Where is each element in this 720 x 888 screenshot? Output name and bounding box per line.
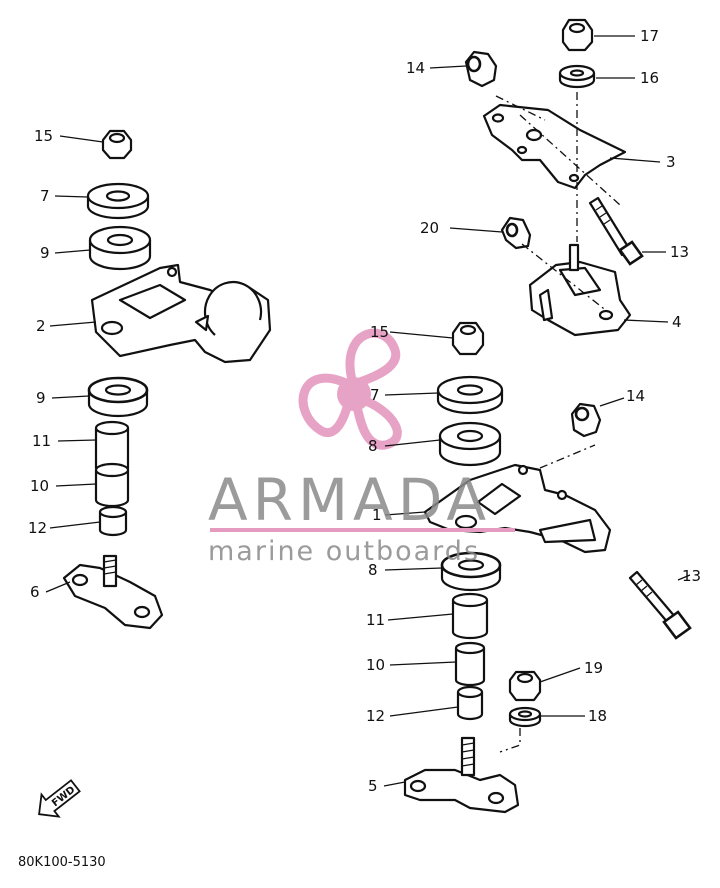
part-17-nut [561,18,594,52]
callout-9: 9 [36,389,46,407]
diagram-code: 80K100-5130 [18,855,106,870]
part-8-damper-upper-right [438,421,502,467]
part-12-collar-left [98,505,128,537]
fwd-arrow-icon: FWD [38,779,81,818]
part-8-damper-lower-right [440,551,502,592]
part-15-nut-right [451,321,485,356]
callout-8: 8 [368,561,378,579]
armada-watermark: ARMADA marine outboards [208,466,515,567]
callout-13: 13 [670,243,689,261]
part-9-damper-upper-left [88,225,152,271]
callout-9: 9 [40,244,50,262]
part-16-washer [558,64,596,89]
callout-11: 11 [366,611,385,629]
part-6-mount-plate [62,554,164,630]
part-9-damper-lower-left [87,376,149,418]
part-14-grommet-lower [570,402,602,438]
callout-16: 16 [640,69,659,87]
callout-11: 11 [32,432,51,450]
part-4-engine-mount [528,243,632,337]
part-19-nut [508,670,542,702]
part-14-grommet-upper [464,50,498,88]
callout-15: 15 [34,127,53,145]
part-5-mount-plate [403,736,520,814]
part-7-washer-right [436,375,504,415]
part-20-nut [500,216,532,250]
callout-3: 3 [666,153,676,171]
part-12-collar-right [456,685,484,721]
leader-lines [45,35,691,787]
callout-13: 13 [682,567,701,585]
callout-19: 19 [584,659,603,677]
part-7-washer-left [86,182,150,220]
part-18-washer [508,706,542,728]
callout-8: 8 [368,437,378,455]
callout-12: 12 [366,707,385,725]
callout-7: 7 [40,187,50,205]
callout-14: 14 [626,387,645,405]
callout-14: 14 [406,59,425,77]
callout-18: 18 [588,707,607,725]
callout-10: 10 [366,656,385,674]
part-10-collar-left [94,462,130,508]
callout-1: 1 [372,506,382,524]
callout-10: 10 [30,477,49,495]
part-10-collar-right [454,641,486,687]
callout-17: 17 [640,27,659,45]
callout-4: 4 [672,313,682,331]
part-3-plate [482,103,627,190]
callout-5: 5 [368,777,378,795]
callout-numbers: 15 7 9 2 9 11 10 12 6 17 16 14 3 13 20 4… [28,27,701,795]
callout-15: 15 [370,323,389,341]
part-2-bracket [90,263,272,364]
callout-6: 6 [30,583,40,601]
armada-propeller-logo [298,328,402,450]
watermark-brand: ARMADA [208,466,491,534]
callout-7: 7 [370,386,380,404]
watermark-tagline: marine outboards [208,536,480,567]
callout-20: 20 [420,219,439,237]
part-13-bolt-lower [628,570,692,640]
part-13-bolt-upper [588,196,644,266]
center-lines [495,92,621,753]
part-15-nut-left [101,129,133,160]
callout-2: 2 [36,317,46,335]
part-11-collar-right [451,592,489,640]
callout-12: 12 [28,519,47,537]
